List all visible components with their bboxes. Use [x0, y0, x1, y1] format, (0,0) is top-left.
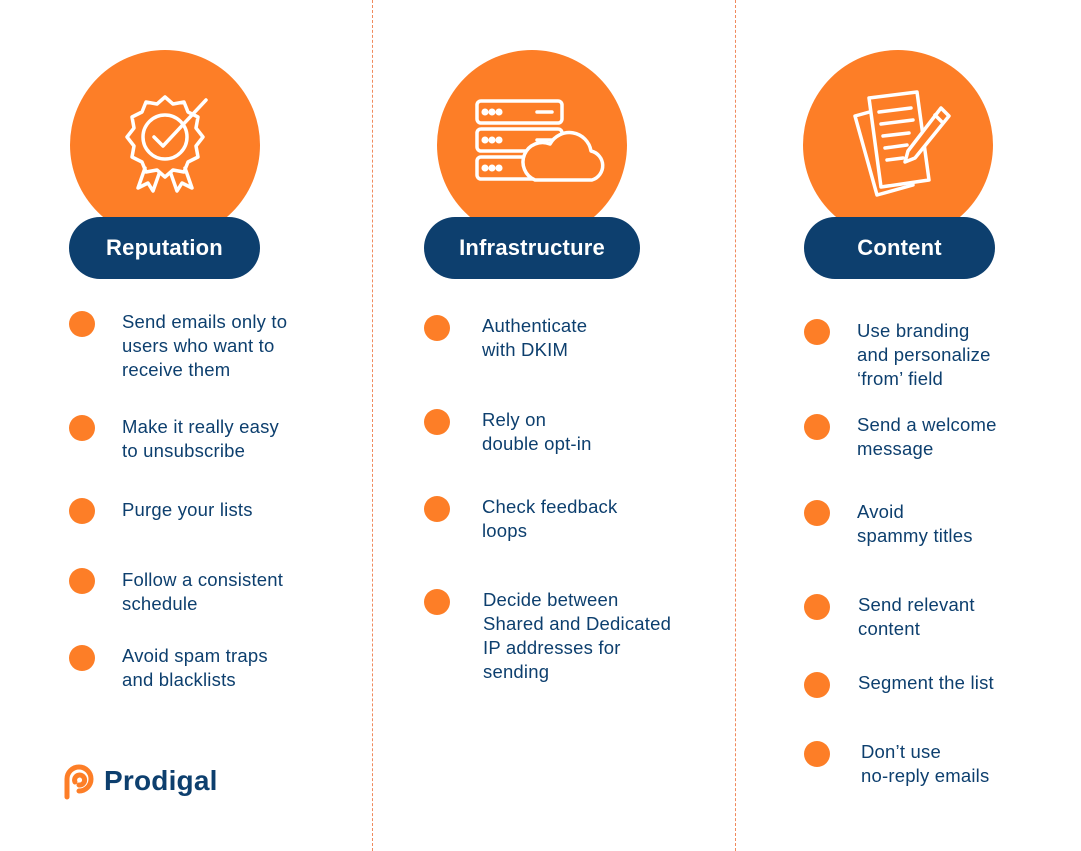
reputation-item-1: Send emails only to users who want to re…	[122, 311, 288, 380]
reputation-bullet-1	[69, 311, 95, 337]
infrastructure-title: Infrastructure	[424, 217, 640, 279]
content-bullet-3	[804, 500, 830, 526]
reputation-item-5: Avoid spam traps and blacklists	[122, 645, 268, 690]
content-item-2: Send a welcome message	[857, 414, 997, 459]
reputation-icon-circle	[70, 50, 260, 240]
brand-name: Prodigal	[104, 765, 218, 796]
content-bullet-1	[804, 319, 830, 345]
server-cloud-icon	[475, 99, 605, 182]
column-divider-1	[372, 0, 373, 851]
reputation-bullet-3	[69, 498, 95, 524]
infrastructure-item-2: Rely on double opt-in	[482, 409, 592, 454]
content-bullet-5	[804, 672, 830, 698]
content-icon-circle	[803, 50, 993, 240]
infrastructure-bullet-4	[424, 589, 450, 615]
column-divider-2	[735, 0, 736, 851]
infrastructure-bullet-3	[424, 496, 450, 522]
content-bullet-6	[804, 741, 830, 767]
prodigal-logo-icon	[64, 764, 94, 800]
badge-check-icon	[125, 95, 208, 193]
reputation-bullet-4	[69, 568, 95, 594]
content-item-6: Don’t use no-reply emails	[861, 741, 990, 786]
prodigal-logo: Prodigal	[60, 762, 218, 800]
reputation-item-3: Purge your lists	[122, 499, 253, 520]
infrastructure-item-4: Decide between Shared and Dedicated IP a…	[483, 589, 672, 682]
document-pencil-icon	[853, 90, 951, 197]
reputation-bullet-5	[69, 645, 95, 671]
content-item-3: Avoid spammy titles	[857, 501, 973, 546]
infrastructure-item-3: Check feedback loops	[482, 496, 618, 541]
content-item-5: Segment the list	[858, 672, 994, 693]
content-item-1: Use branding and personalize ‘from’ fiel…	[857, 320, 991, 389]
infrastructure-icon-circle	[437, 50, 627, 240]
content-title: Content	[804, 217, 995, 279]
reputation-bullet-2	[69, 415, 95, 441]
infrastructure-bullet-1	[424, 315, 450, 341]
content-item-4: Send relevant content	[858, 594, 975, 639]
content-bullet-4	[804, 594, 830, 620]
infrastructure-item-1: Authenticate with DKIM	[482, 315, 588, 360]
reputation-item-2: Make it really easy to unsubscribe	[122, 416, 279, 461]
content-bullet-2	[804, 414, 830, 440]
reputation-title: Reputation	[69, 217, 260, 279]
infrastructure-bullet-2	[424, 409, 450, 435]
reputation-item-4: Follow a consistent schedule	[122, 569, 284, 614]
